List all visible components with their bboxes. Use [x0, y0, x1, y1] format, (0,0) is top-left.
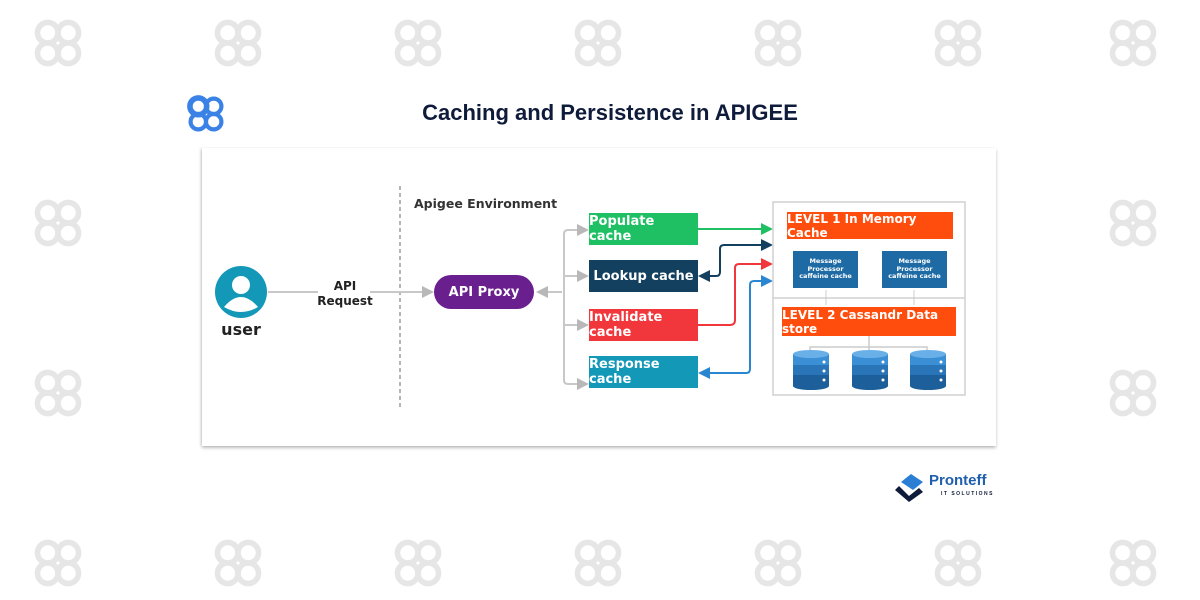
api-request-label: API Request [315, 279, 375, 309]
api-request-line1: API [333, 279, 357, 293]
watermark-icon [754, 19, 802, 67]
watermark-icon [1109, 19, 1157, 67]
watermark-icon [934, 19, 982, 67]
brand-logo-icon [187, 95, 224, 132]
message-processor-1: Message Processor caffeine cache [793, 251, 858, 288]
watermark-icon [1109, 539, 1157, 587]
user-label: user [221, 320, 261, 339]
pronteff-mark-icon [895, 474, 923, 502]
watermark-icon [214, 539, 262, 587]
user-avatar-icon [215, 266, 267, 318]
policy-invalidate-cache: Invalidate cache [589, 309, 698, 341]
policy-populate-cache: Populate cache [589, 213, 698, 245]
database-icon [792, 350, 830, 390]
pronteff-logo: Pronteff IT SOLUTIONS [893, 470, 1003, 504]
watermark-icon [394, 19, 442, 67]
invalidate-connector [698, 258, 773, 326]
watermark-icon [34, 19, 82, 67]
watermark-icon [34, 539, 82, 587]
watermark-icon [1109, 199, 1157, 247]
message-processor-2: Message Processor caffeine cache [882, 251, 947, 288]
watermark-icon [214, 19, 262, 67]
environment-label: Apigee Environment [414, 196, 558, 211]
watermark-icon [934, 539, 982, 587]
policy-lookup-cache: Lookup cache [589, 260, 698, 292]
api-request-line2: Request [317, 294, 373, 308]
policy-bracket [563, 229, 587, 385]
watermark-icon [574, 539, 622, 587]
level2-datastore-header: LEVEL 2 Cassandr Data store [782, 307, 956, 336]
response-connector [698, 275, 773, 379]
watermark-icon [754, 539, 802, 587]
api-proxy-node: API Proxy [434, 275, 534, 309]
page-title: Caching and Persistence in APIGEE [422, 100, 798, 125]
database-icon [909, 350, 947, 390]
watermark-icon [394, 539, 442, 587]
watermark-icon [574, 19, 622, 67]
level1-cache-header: LEVEL 1 In Memory Cache [787, 212, 953, 240]
watermark-icon [1109, 369, 1157, 417]
watermark-icon [34, 199, 82, 247]
watermark-icon [34, 369, 82, 417]
pronteff-tagline: IT SOLUTIONS [941, 491, 994, 497]
pronteff-name: Pronteff [929, 472, 987, 489]
policy-response-cache: Response cache [589, 356, 698, 388]
database-icon [851, 350, 889, 390]
